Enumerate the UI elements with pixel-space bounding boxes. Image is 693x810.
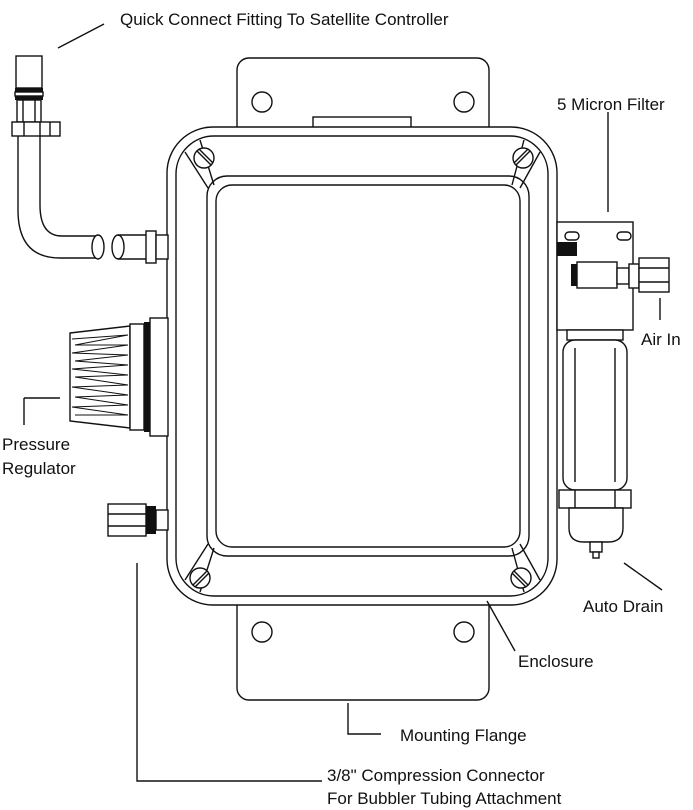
mounting-flange-label: Mounting Flange xyxy=(400,726,527,745)
pressure-regulator xyxy=(69,317,169,437)
compression-connector-label-line2: For Bubbler Tubing Attachment xyxy=(327,789,562,808)
screw-top-right xyxy=(512,147,534,169)
pressure-regulator-label-line2: Regulator xyxy=(2,459,76,478)
screw-bottom-right xyxy=(510,567,532,589)
quick-connect-label: Quick Connect Fitting To Satellite Contr… xyxy=(120,10,449,29)
pressure-regulator-label-line1: Pressure xyxy=(2,435,70,454)
micron-filter xyxy=(556,221,670,509)
enclosure-label: Enclosure xyxy=(518,652,594,671)
mounting-flange-bottom xyxy=(236,579,490,701)
labels: Quick Connect Fitting To Satellite Contr… xyxy=(2,10,681,808)
air-in-label: Air In xyxy=(641,330,681,349)
compression-connector xyxy=(107,503,169,537)
auto-drain-label: Auto Drain xyxy=(583,597,663,616)
screw-top-left xyxy=(193,147,215,169)
compression-connector-label-line1: 3/8" Compression Connector xyxy=(327,766,545,785)
leader-lines xyxy=(23,23,663,782)
quick-connect-fitting xyxy=(11,55,61,137)
screw-bottom-left xyxy=(189,567,211,589)
auto-drain xyxy=(568,507,624,559)
enclosure-body xyxy=(166,126,558,606)
tubing xyxy=(17,136,169,264)
micron-filter-label: 5 Micron Filter xyxy=(557,95,665,114)
